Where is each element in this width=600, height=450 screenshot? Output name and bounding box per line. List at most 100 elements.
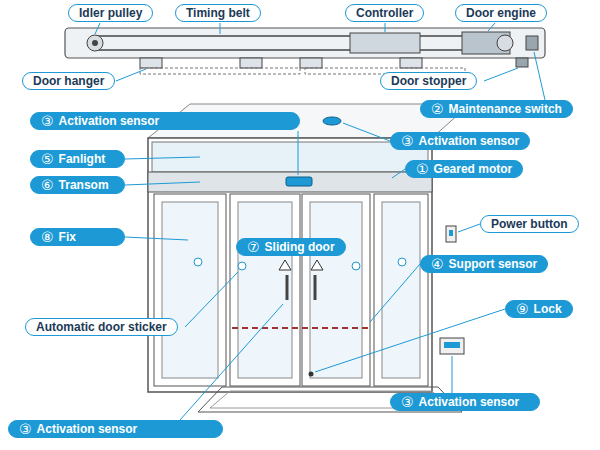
part-name: Door engine xyxy=(466,5,536,21)
callout-number: ③ xyxy=(401,133,414,149)
door-sensor xyxy=(286,177,312,186)
sticker-dot xyxy=(194,258,202,266)
callout-number: ③ xyxy=(401,394,414,410)
part-name: Activation sensor xyxy=(59,113,160,129)
leader-line xyxy=(298,131,299,175)
callout-number: ④ xyxy=(431,256,444,272)
pulley-hub xyxy=(92,40,98,46)
hanger xyxy=(240,58,262,68)
part-name: Controller xyxy=(356,5,413,21)
sensor-beam xyxy=(232,327,368,329)
part-name: Lock xyxy=(534,301,562,317)
ceiling-sensor xyxy=(323,117,341,125)
glass xyxy=(382,202,420,378)
sticker-triangle xyxy=(311,260,323,270)
callout-number: ⑥ xyxy=(41,177,54,193)
part-name: Fix xyxy=(59,229,76,245)
leader-line xyxy=(220,23,221,34)
part-callout: Idler pulley xyxy=(68,4,153,22)
part-name: Idler pulley xyxy=(79,5,142,21)
leader-line xyxy=(392,169,405,178)
fix-panel xyxy=(154,194,226,386)
hanger xyxy=(300,58,322,68)
sticker-triangle xyxy=(279,260,291,270)
part-name: Maintenance switch xyxy=(449,101,562,117)
power-button-key xyxy=(449,230,453,236)
part-callout: Timing belt xyxy=(175,4,261,22)
numbered-callout: ④ Support sensor xyxy=(420,255,548,273)
part-name: Activation sensor xyxy=(419,394,520,410)
stopper-part xyxy=(516,58,528,67)
sticker-dot xyxy=(352,262,360,270)
leader-line xyxy=(385,23,386,32)
sticker-dot xyxy=(238,262,246,270)
callout-number: ① xyxy=(416,161,429,177)
leader-line xyxy=(125,157,200,159)
numbered-callout: ⑧ Fix xyxy=(30,228,125,246)
operator-rail xyxy=(65,28,545,74)
part-callout: Power button xyxy=(480,215,579,233)
wall-frame xyxy=(148,138,432,392)
power-button-box xyxy=(446,226,456,242)
keypad-screen xyxy=(444,342,460,348)
leader-line xyxy=(180,304,283,420)
part-name: Door hanger xyxy=(33,73,104,89)
belt-lower xyxy=(95,49,500,51)
callout-number: ⑦ xyxy=(247,239,260,255)
hanger xyxy=(140,58,162,68)
numbered-callout: ③ Activation sensor xyxy=(390,393,540,411)
part-name: Power button xyxy=(491,216,568,232)
leader-line xyxy=(315,309,505,372)
glass xyxy=(310,202,362,378)
fix-panel xyxy=(374,194,428,386)
leader-line xyxy=(343,123,390,141)
leader-line xyxy=(458,224,480,232)
leader-line xyxy=(452,356,453,393)
numbered-callout: ③ Activation sensor xyxy=(390,132,530,150)
lock-point xyxy=(309,372,314,377)
callout-number: ③ xyxy=(19,421,32,437)
glass xyxy=(238,202,292,378)
callout-number: ② xyxy=(431,101,444,117)
part-name: Automatic door sticker xyxy=(36,319,167,335)
numbered-callout: ② Maintenance switch xyxy=(420,100,573,118)
part-callout: Door engine xyxy=(455,4,547,22)
part-name: Activation sensor xyxy=(419,133,520,149)
part-name: Geared motor xyxy=(434,161,513,177)
part-name: Timing belt xyxy=(186,5,250,21)
part-name: Activation sensor xyxy=(37,421,138,437)
leader-line xyxy=(534,52,545,100)
part-callout: Controller xyxy=(345,4,424,22)
leader-line xyxy=(125,237,188,240)
door-leaf xyxy=(230,194,300,386)
leader-line xyxy=(488,23,495,31)
glass xyxy=(162,202,218,378)
numbered-callout: ⑤Fanlight xyxy=(30,150,125,168)
part-name: Door stopper xyxy=(391,73,466,89)
maintenance-switch-part xyxy=(526,36,538,50)
callout-number: ⑤ xyxy=(41,151,54,167)
numbered-callout: ③ Activation sensor xyxy=(8,420,223,438)
numbered-callout: ⑥Transom xyxy=(30,176,125,194)
part-name: Support sensor xyxy=(449,256,538,272)
keypad xyxy=(440,338,464,354)
drive-pulley xyxy=(497,35,513,51)
sticker-dot xyxy=(398,258,406,266)
numbered-callout: ⑦Sliding door xyxy=(236,238,346,256)
callout-number: ⑨ xyxy=(516,301,529,317)
part-callout: Door hanger xyxy=(22,72,115,90)
idler-pulley-wheel xyxy=(87,35,103,51)
numbered-callout: ① Geared motor xyxy=(405,160,523,178)
callout-number: ⑧ xyxy=(41,229,54,245)
part-callout: Automatic door sticker xyxy=(25,318,178,336)
leader-line xyxy=(116,69,146,81)
controller-box xyxy=(350,33,420,53)
handle xyxy=(286,275,289,300)
leader-lines xyxy=(95,23,545,420)
rail-housing xyxy=(65,28,545,58)
leader-line xyxy=(185,272,238,327)
handle xyxy=(314,275,317,300)
leader-line xyxy=(484,68,518,81)
hanger xyxy=(400,58,422,68)
